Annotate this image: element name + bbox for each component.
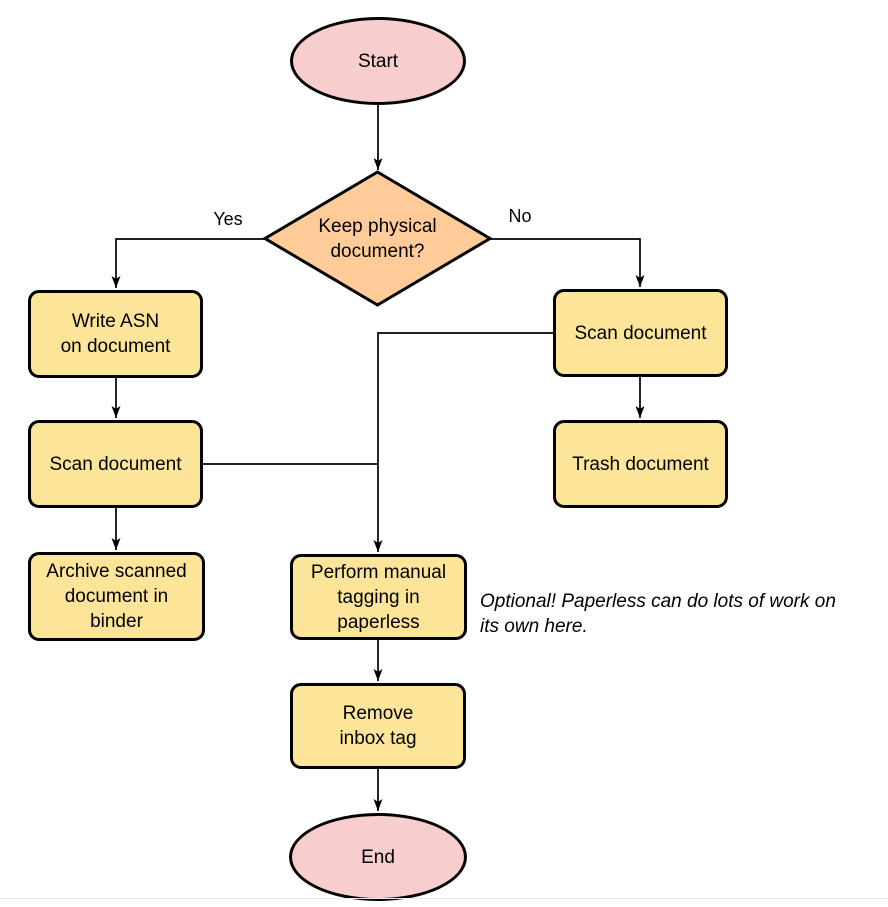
- node-archive: Archive scanned document in binder: [28, 552, 205, 641]
- edge-scan-right-to-tagging: [373, 332, 553, 552]
- node-archive-label: Archive scanned document in binder: [46, 561, 187, 632]
- node-trash-label: Trash document: [572, 453, 709, 475]
- node-scan-left: Scan document: [28, 420, 203, 508]
- page-bottom-border: [0, 898, 888, 899]
- node-scan-right-label: Scan document: [574, 322, 707, 344]
- node-decision-label: Keep physical document?: [318, 215, 437, 262]
- node-end-label: End: [361, 846, 395, 868]
- edge-decision-yes-to-write-asn: [111, 238, 265, 288]
- node-tagging-label: Perform manual tagging in paperless: [310, 561, 447, 633]
- edge-label-no: No: [508, 206, 532, 226]
- node-remove-inbox: Remove inbox tag: [290, 683, 466, 769]
- edge-decision-no-to-scan-right: [489, 238, 645, 287]
- node-trash: Trash document: [553, 420, 728, 508]
- node-scan-left-label: Scan document: [49, 453, 182, 475]
- optional-note: Optional! Paperless can do lots of work …: [480, 591, 836, 637]
- node-scan-right: Scan document: [553, 289, 728, 377]
- node-end: End: [289, 813, 467, 901]
- node-remove-inbox-label: Remove inbox tag: [339, 703, 417, 749]
- node-decision: Keep physical document?: [265, 172, 490, 305]
- node-tagging: Perform manual tagging in paperless: [290, 554, 467, 640]
- edge-label-yes: Yes: [213, 209, 243, 229]
- node-start-label: Start: [357, 50, 399, 72]
- node-write-asn: Write ASN on document: [28, 290, 203, 378]
- node-write-asn-label: Write ASN on document: [60, 311, 171, 357]
- node-decision-shape: [262, 170, 493, 307]
- node-start: Start: [290, 17, 466, 105]
